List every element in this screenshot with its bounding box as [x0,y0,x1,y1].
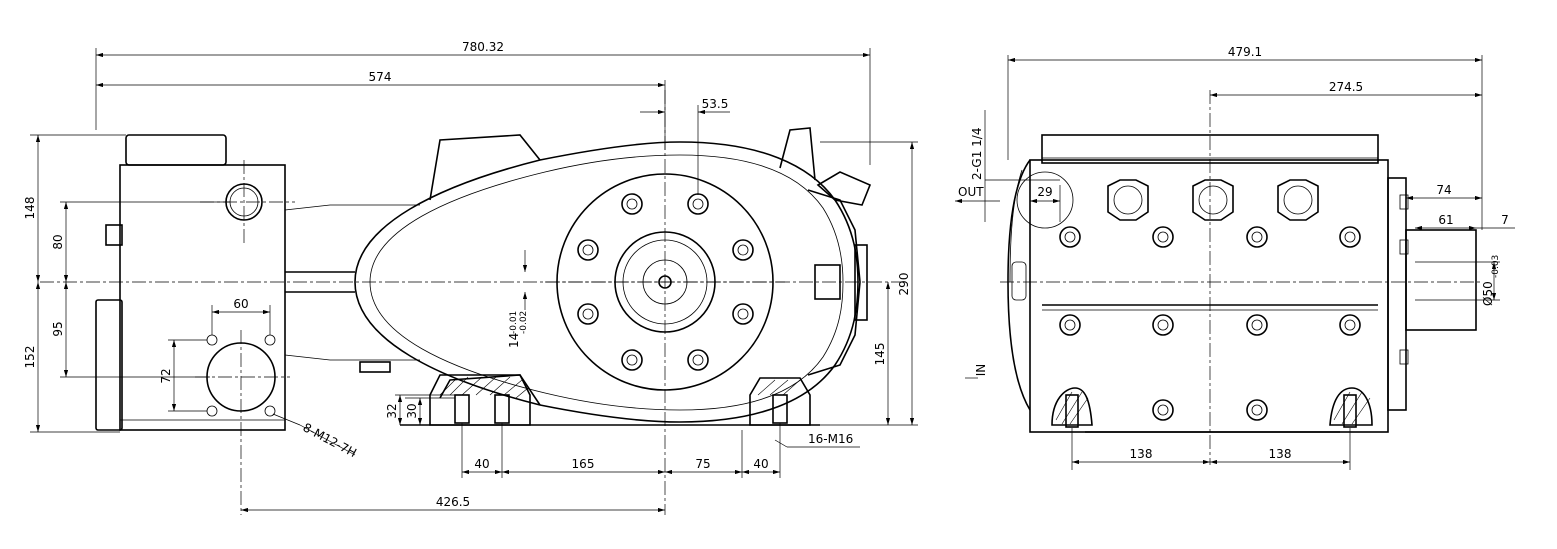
in-label: IN [974,364,988,377]
dim-height-145: 145 [873,343,887,366]
keyway-tol-upper: -0.01 [509,311,519,334]
dim-shaft-74: 74 [1436,183,1451,197]
upper-bolts [1059,226,1361,248]
dim-port-29: 29 [1037,185,1052,199]
flange-bolt [206,334,218,346]
left-foot-side [1051,387,1093,426]
side-view: 479.1 274.5 2-G1 1/4 OUT 29 74 61 7 Ø50 … [955,45,1515,470]
valve-cap [1192,179,1234,221]
right-foot [749,377,811,426]
dim-height-152: 152 [23,346,37,369]
dim-bolt-pitch: 60 [233,297,248,311]
dim-base-75: 75 [695,457,710,471]
dim-foot-32: 32 [385,403,399,418]
shaft-dia-main: Ø50 [1481,281,1495,306]
left-foot [429,374,531,426]
dim-base-165: 165 [572,457,595,471]
dim-bolt-pitch-v: 72 [159,368,173,383]
dim-foot-138b: 138 [1269,447,1292,461]
pump-housing [354,141,859,423]
right-foot-side [1329,387,1373,426]
flange-bolt [264,405,276,417]
dim-length-426: 426.5 [436,495,470,509]
flange-bolt [264,334,276,346]
dim-shaft-61: 61 [1438,213,1453,227]
dim-length-574: 574 [369,70,392,84]
left-lug [95,299,123,431]
top-cover [1041,134,1379,164]
dim-overall-length: 780.32 [462,40,504,54]
dim-foot-138a: 138 [1130,447,1153,461]
gearbox-block [119,164,286,431]
keyway-tol-lower: -0.02 [519,311,529,334]
flange-bolt [206,405,218,417]
dim-shaft-7: 7 [1501,213,1509,227]
dim-foot-30: 30 [405,403,419,418]
thread-note: 8-M12-7H [301,420,359,460]
dim-shaft-offset: 53.5 [702,97,729,111]
left-end-cap [1007,159,1031,411]
keyway-tol-main: 14 [507,333,521,348]
port-note: 2-G1 1/4 [970,128,984,180]
left-tab [105,224,123,246]
dim-base-40a: 40 [474,457,489,471]
dim-height-95: 95 [51,321,65,336]
top-lug [125,134,227,166]
middle-bolts [1059,314,1361,336]
dim-height-80: 80 [51,234,65,249]
dim-height-148: 148 [23,197,37,220]
shaft-dia-tol: -0.03 [1491,255,1501,278]
dim-width-274: 274.5 [1329,80,1363,94]
dim-base-40b: 40 [753,457,768,471]
valve-cap [1277,179,1319,221]
valve-cap [1107,179,1149,221]
front-view: 780.32 574 53.5 148 152 80 95 60 72 [23,40,918,515]
dim-height-290: 290 [897,273,911,296]
drive-shaft [1405,229,1477,331]
grip-knob [816,171,872,206]
right-flange [1387,177,1407,411]
dim-overall-width: 479.1 [1228,45,1262,59]
mount-thread-note: 16-M16 [808,432,853,446]
out-label: OUT [958,185,984,199]
